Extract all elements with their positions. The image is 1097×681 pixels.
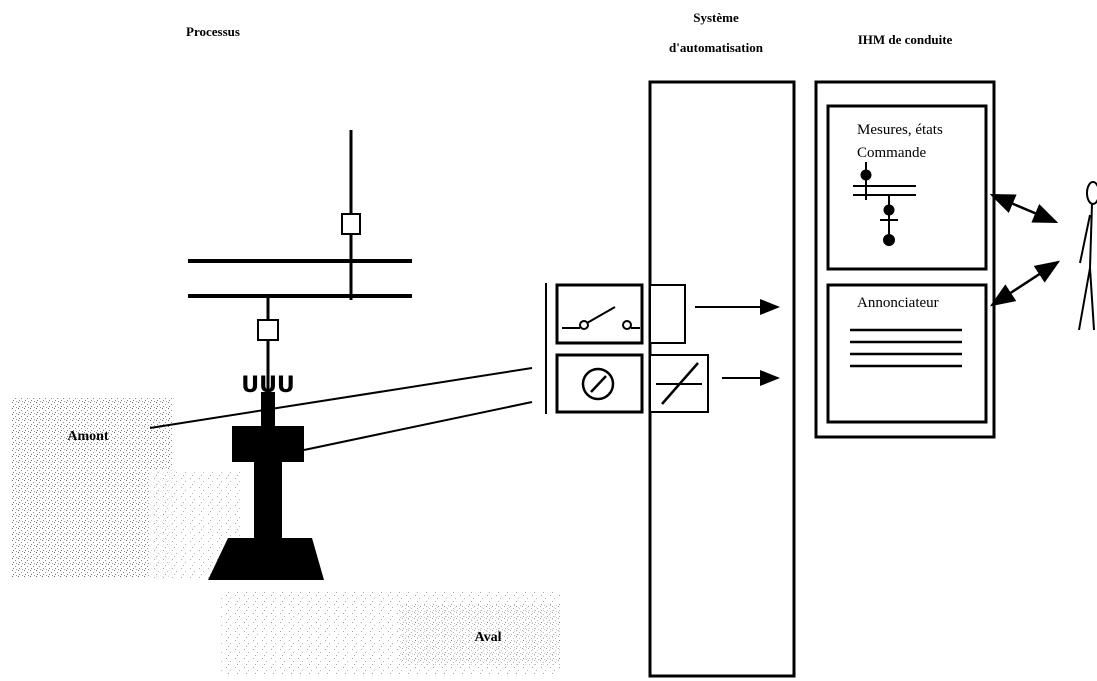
signal-line-upstream [149, 367, 533, 429]
measures-line2: Commande [857, 145, 926, 161]
alarm-list-icon [850, 328, 962, 368]
electrical-single-line [188, 130, 412, 390]
header-automation-line1: Système [693, 10, 739, 25]
header-hmi: IHM de conduite [858, 32, 953, 47]
hmi-panel-measures: Mesures, états Commande [826, 104, 988, 271]
signal-line-generator [303, 401, 533, 451]
arrow-operator-annunciator [989, 260, 1061, 307]
digital-input-card [649, 284, 686, 344]
downstream-water [220, 590, 560, 675]
header-process: Processus [186, 24, 240, 39]
upstream-water [12, 398, 240, 580]
measurement-input-module [555, 353, 709, 414]
header-automation-line2: d'automatisation [669, 40, 764, 55]
downstream-label: Aval [475, 630, 502, 645]
hmi-panel-annunciator: Annonciateur [826, 283, 988, 424]
measures-line1: Mesures, états [857, 122, 943, 138]
annunciator-title: Annonciateur [857, 295, 939, 311]
hydro-turbine-generator: UUU [208, 373, 324, 580]
breaker-generator [257, 319, 279, 341]
operator-stick-figure-icon [1078, 181, 1097, 331]
switch-input-module [555, 283, 686, 345]
upstream-label: Amont [67, 429, 109, 444]
mimic-diagram-icon [853, 162, 916, 246]
meter-icon [581, 367, 615, 401]
breaker-top [341, 213, 361, 235]
switch-icon [562, 306, 640, 330]
arrow-operator-measures [989, 193, 1059, 224]
